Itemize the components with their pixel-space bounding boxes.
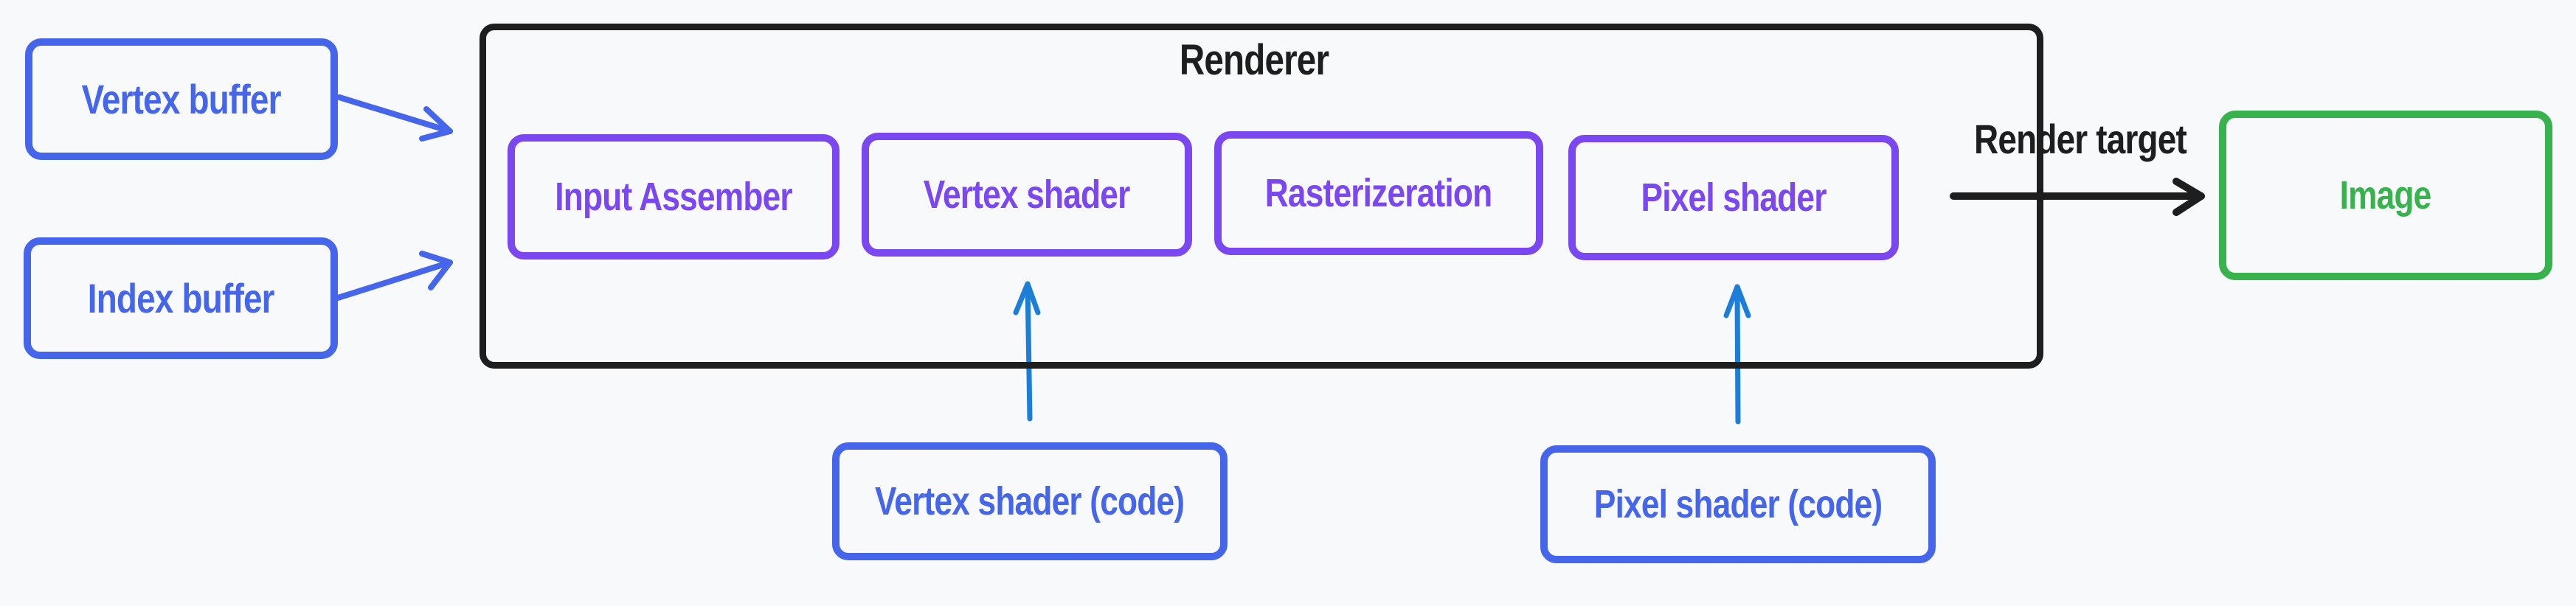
stage-rasterization-label: Rasterizeration: [1265, 171, 1492, 215]
stage-vertex-shader-label: Vertex shader: [924, 173, 1131, 217]
vertex-buffer-label: Vertex buffer: [81, 76, 282, 122]
pixel-shader-code-node[interactable]: Pixel shader (code): [1540, 445, 1936, 563]
image-label: Image: [2340, 173, 2432, 217]
arrow-vertex-buffer-to-renderer: [336, 94, 453, 142]
arrow-vertex-shader-code-to-vertex-shader: [1013, 281, 1041, 422]
vertex-shader-code-node[interactable]: Vertex shader (code): [832, 442, 1228, 560]
image-node[interactable]: Image: [2219, 111, 2552, 280]
vertex-shader-code-label: Vertex shader (code): [875, 479, 1185, 523]
index-buffer-node[interactable]: Index buffer: [24, 237, 338, 359]
stage-vertex-shader[interactable]: Vertex shader: [862, 133, 1192, 257]
stage-pixel-shader-label: Pixel shader: [1641, 175, 1827, 220]
stage-pixel-shader[interactable]: Pixel shader: [1568, 135, 1899, 260]
arrow-index-buffer-to-renderer: [335, 251, 453, 301]
arrow-render-target: [1950, 178, 2205, 216]
stage-input-assembler-label: Input Assember: [555, 175, 792, 219]
render-target-label: Render target: [1974, 116, 2187, 162]
index-buffer-label: Index buffer: [87, 275, 275, 321]
renderer-container[interactable]: [479, 24, 2043, 369]
renderer-title: Renderer: [1179, 36, 1329, 84]
stage-rasterization[interactable]: Rasterizeration: [1214, 131, 1543, 255]
stage-input-assembler[interactable]: Input Assember: [508, 134, 839, 260]
arrow-pixel-shader-code-to-pixel-shader: [1723, 284, 1751, 425]
vertex-buffer-node[interactable]: Vertex buffer: [25, 38, 338, 160]
pixel-shader-code-label: Pixel shader (code): [1593, 482, 1883, 526]
